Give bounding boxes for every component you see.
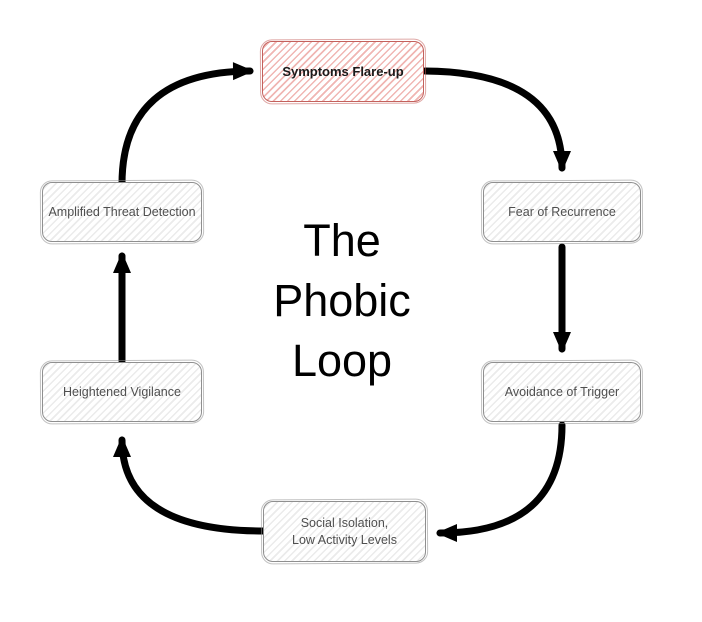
node-fear-of-recurrence: Fear of Recurrence — [483, 182, 641, 242]
diagram-title: The Phobic Loop — [273, 215, 411, 386]
node-symptoms-flare-up-label: Symptoms Flare-up — [282, 63, 404, 79]
node-social-isolation: Social Isolation, Low Activity Levels — [263, 501, 426, 562]
node-symptoms-flare-up: Symptoms Flare-up — [262, 41, 424, 102]
edge-social-to-heightened-arrow — [113, 436, 268, 535]
node-amplified-threat-detection-label: Amplified Threat Detection — [48, 204, 196, 219]
node-amplified-threat-detection: Amplified Threat Detection — [42, 182, 202, 242]
node-heightened-vigilance: Heightened Vigilance — [42, 362, 202, 422]
edge-amplified-to-symptoms-arrow — [118, 62, 254, 188]
node-fear-of-recurrence-label: Fear of Recurrence — [508, 204, 616, 219]
node-avoidance-of-trigger-label: Avoidance of Trigger — [504, 384, 620, 399]
edge-avoidance-to-social-arrow — [436, 421, 566, 542]
node-avoidance-of-trigger: Avoidance of Trigger — [483, 362, 641, 422]
edge-symptoms-to-fear-arrow — [421, 67, 571, 172]
node-social-isolation-label: Social Isolation, Low Activity Levels — [292, 515, 397, 547]
node-heightened-vigilance-label: Heightened Vigilance — [63, 384, 181, 399]
